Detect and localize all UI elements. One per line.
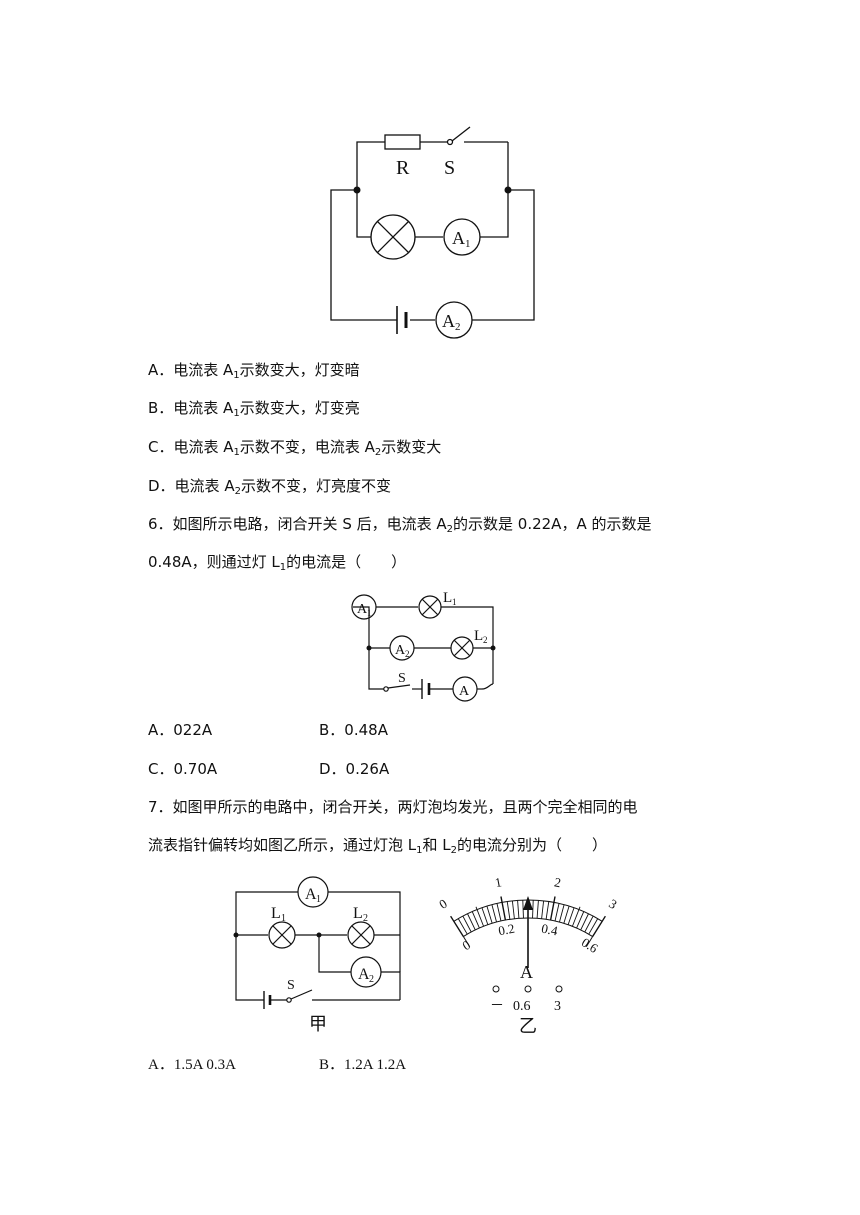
- s-label: S: [287, 978, 295, 993]
- a1-letter: A: [357, 602, 368, 617]
- a1-sub: 1: [316, 894, 321, 905]
- q5-option-c[interactable]: C．电流表 A1示数不变，电流表 A2示数变大: [148, 438, 442, 458]
- a2-sub: 2: [455, 321, 461, 333]
- a2-letter: A: [442, 311, 455, 331]
- q7-option-a[interactable]: A．1.5A 0.3A: [148, 1057, 236, 1073]
- q6-option-a[interactable]: A．022A: [148, 721, 213, 739]
- q6-option-c[interactable]: C．0.70A: [148, 760, 218, 778]
- outer-tick-label-2: 2: [553, 874, 562, 890]
- outer-tick-label-0: 0: [436, 896, 449, 912]
- inner-tick-label-0: 0: [460, 937, 473, 953]
- switch-s: [387, 684, 411, 689]
- q7-stem-line2: 流表指针偏转均如图乙所示，通过灯泡 L1和 L2的电流分别为（ ）: [148, 836, 608, 856]
- caption-jia: 甲: [309, 1014, 327, 1035]
- a1-letter: A: [452, 228, 465, 248]
- q7-option-b[interactable]: B．1.2A 1.2A: [319, 1057, 407, 1073]
- outer-tick-label-3: 3: [606, 896, 619, 912]
- a2-sub: 2: [405, 649, 410, 659]
- inner-tick-label-0.4: 0.4: [540, 921, 559, 939]
- q7-stem-line1: 7．如图甲所示的电路中，闭合开关，两灯泡均发光，且两个完全相同的电: [148, 798, 638, 816]
- l1-sub: 1: [452, 597, 457, 607]
- dial-unit-label: A: [520, 962, 533, 982]
- resistor-r: [384, 134, 421, 150]
- outer-tick-label-1: 1: [494, 874, 503, 890]
- a2-letter: A: [358, 966, 370, 983]
- q6-option-b[interactable]: B．0.48A: [319, 721, 388, 739]
- label-r: R: [396, 157, 410, 179]
- q5-option-b[interactable]: B．电流表 A1示数变大，灯变亮: [148, 399, 360, 419]
- s-label: S: [398, 671, 406, 686]
- q5-option-a[interactable]: A．电流表 A1示数变大，灯变暗: [148, 361, 360, 381]
- a2-letter: A: [395, 643, 406, 658]
- a2-sub: 2: [369, 974, 374, 985]
- l2-letter: L: [353, 905, 363, 922]
- a-letter: A: [459, 684, 470, 699]
- terminal-label-3: 3: [554, 999, 561, 1014]
- l1-letter: L: [271, 905, 281, 922]
- l1-letter: L: [443, 590, 452, 606]
- terminal-0.6: [524, 985, 532, 993]
- q6-stem-line1: 6．如图所示电路，闭合开关 S 后，电流表 A2的示数是 0.22A，A 的示数…: [148, 515, 652, 535]
- switch-s: [451, 126, 471, 142]
- l2-letter: L: [474, 628, 483, 644]
- terminal-negative: [492, 985, 500, 993]
- q6-option-d[interactable]: D．0.26A: [319, 760, 390, 778]
- caption-yi: 乙: [519, 1016, 537, 1037]
- terminal-label-negative: －: [490, 999, 504, 1014]
- terminal-3: [555, 985, 563, 993]
- inner-tick-label-0.2: 0.2: [497, 921, 516, 939]
- terminal-label-0.6: 0.6: [513, 999, 531, 1014]
- a1-letter: A: [305, 886, 317, 903]
- q6-stem-line2: 0.48A，则通过灯 L1的电流是（ ）: [148, 553, 407, 573]
- a1-sub: 1: [367, 608, 372, 618]
- switch-s: [290, 989, 313, 1000]
- l2-sub: 2: [363, 913, 368, 924]
- label-s: S: [444, 157, 455, 179]
- l1-sub: 1: [281, 913, 286, 924]
- q5-option-d[interactable]: D．电流表 A2示数不变，灯亮度不变: [148, 477, 391, 497]
- l2-sub: 2: [483, 635, 488, 645]
- a1-sub: 1: [465, 238, 471, 250]
- inner-tick-label-0.6: 0.6: [579, 935, 601, 957]
